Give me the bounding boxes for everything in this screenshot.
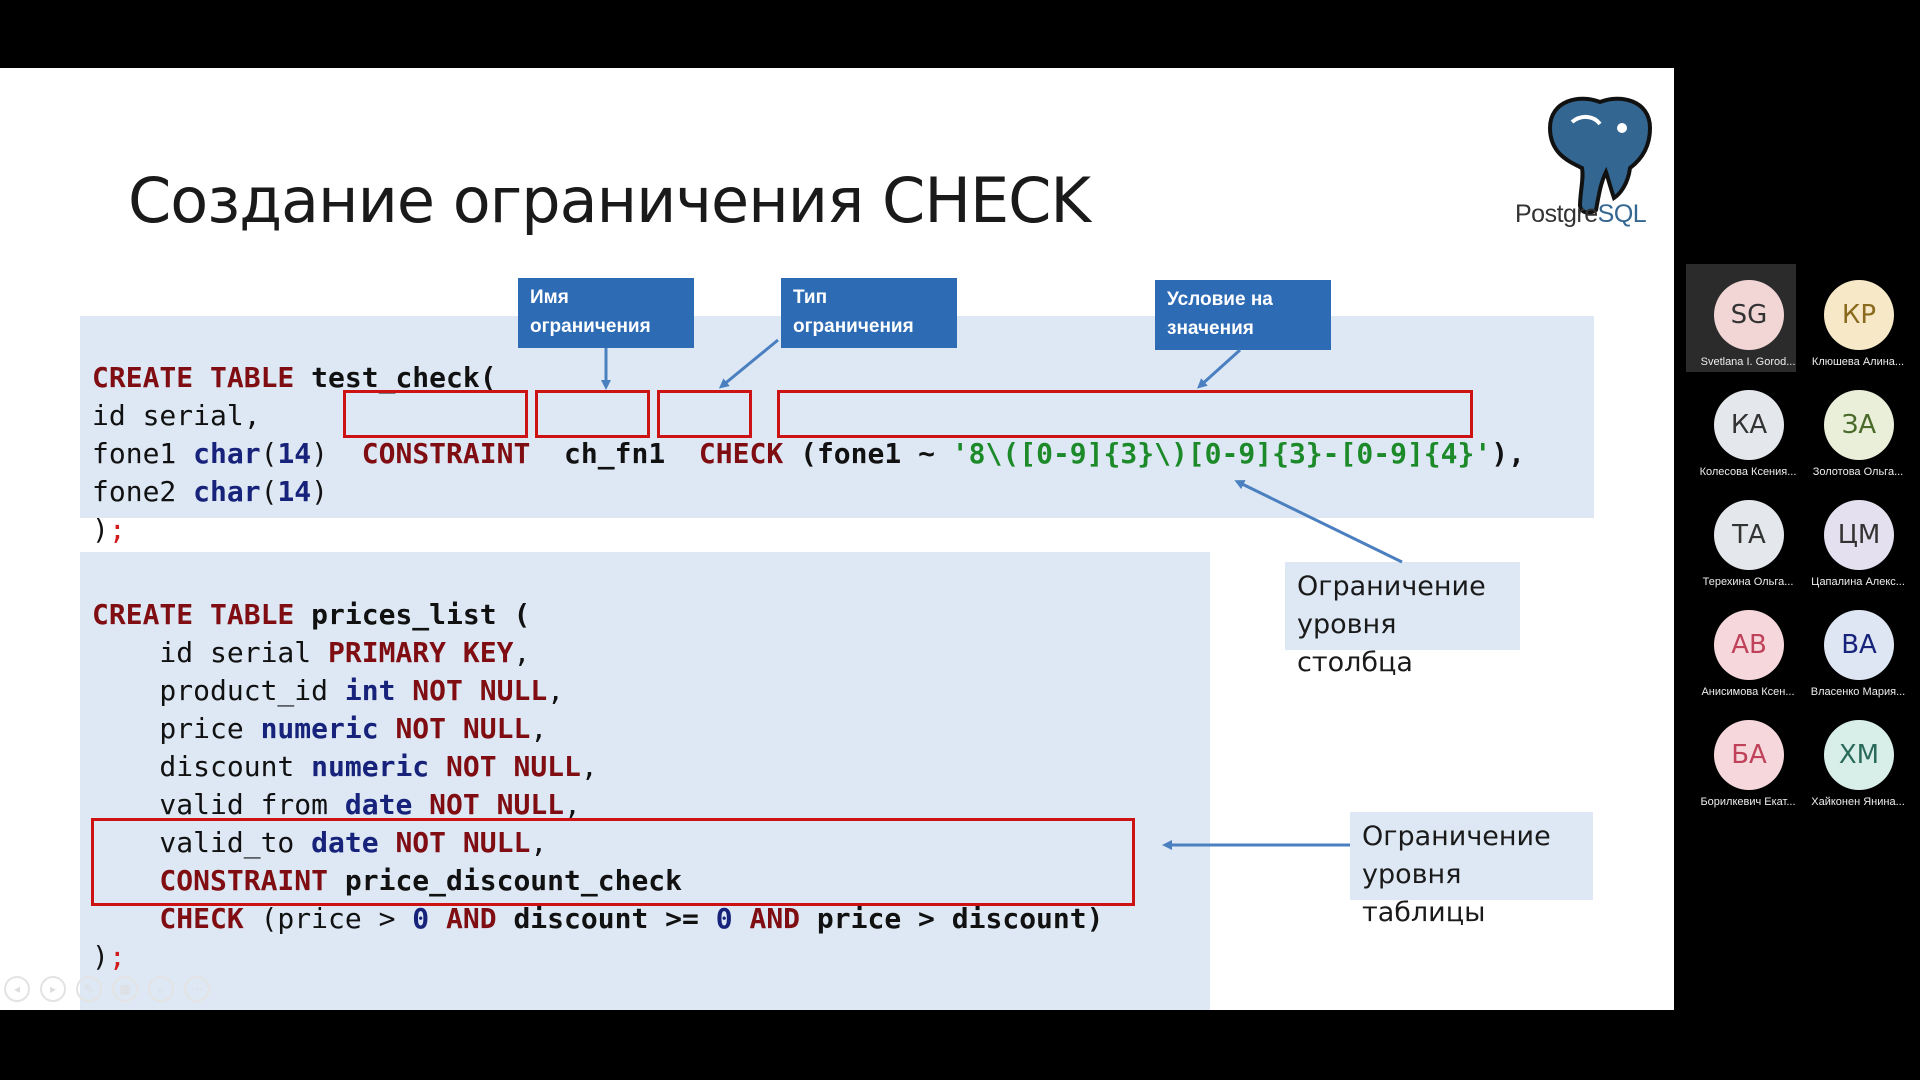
avatar: ЗА [1824, 390, 1894, 460]
zoom-icon[interactable]: ⌕ [148, 976, 174, 1002]
code-line: valid_to date NOT NULL, [92, 826, 548, 859]
participant-tile[interactable]: ХМ Хайконен Янина... [1796, 704, 1906, 812]
note-table-level: Ограничение уровня таблицы [1350, 812, 1593, 928]
note-column-level: Ограничение уровня столбца [1285, 562, 1520, 678]
participant-name: Борилкевич Екат... [1700, 796, 1796, 808]
participant-name: Цапалина Алекс... [1811, 576, 1905, 588]
participant-name: Власенко Мария... [1810, 686, 1906, 698]
avatar: ХМ [1824, 720, 1894, 790]
code-line: fone2 char(14) [92, 475, 329, 508]
code-line: CREATE TABLE test_check( [92, 361, 497, 394]
table-constraint-box [91, 818, 1135, 906]
check-condition-box [777, 390, 1473, 438]
avatar: АВ [1714, 610, 1784, 680]
avatar: КА [1714, 390, 1784, 460]
code-line: ); [92, 940, 126, 973]
avatar: ТА [1714, 500, 1784, 570]
code-block-prices-list [80, 552, 1210, 1010]
constraint-keyword-box [343, 390, 528, 438]
constraint-name-box [535, 390, 650, 438]
participant-tile[interactable]: ЦМ Цапалина Алекс... [1796, 484, 1906, 592]
participant-name: Анисимова Ксен... [1701, 686, 1795, 698]
more-icon[interactable]: ⋯ [184, 976, 210, 1002]
participant-tile[interactable]: ВА Власенко Мария... [1796, 594, 1906, 702]
avatar: КР [1824, 280, 1894, 350]
code-test-check: CREATE TABLE test_check(id serial, fone1 … [92, 321, 1525, 625]
participant-name: Хайконен Янина... [1811, 796, 1905, 808]
participant-tile[interactable]: КА Колесова Ксения... [1686, 374, 1796, 482]
code-line: ); [92, 513, 126, 546]
participant-tile[interactable]: SG Svetlana I. Gorod... [1686, 264, 1796, 372]
code-line: discount numeric NOT NULL, [92, 750, 598, 783]
code-line: CREATE TABLE prices_list ( [92, 598, 531, 631]
postgresql-logo-text: PostgreSQL [1515, 200, 1647, 228]
participant-name: Колесова Ксения... [1699, 466, 1797, 478]
slideshow-toolbar: ◂ ▸ ✎ ▦ ⌕ ⋯ [4, 976, 210, 1002]
code-line: CHECK (price > 0 AND discount >= 0 AND p… [92, 902, 1104, 935]
presentation-slide: Создание ограничения CHECK PostgreSQL CR… [0, 68, 1674, 1010]
code-line: fone1 char(14) CONSTRAINT ch_fn1 CHECK (… [92, 437, 1525, 470]
participant-tile[interactable]: ТА Терехина Ольга... [1686, 484, 1796, 592]
participant-name: Клюшева Алина... [1811, 356, 1905, 368]
postgresql-elephant-icon [1547, 96, 1653, 215]
participant-tile[interactable]: КР Клюшева Алина... [1796, 264, 1906, 372]
participant-name: Svetlana I. Gorod... [1700, 356, 1796, 368]
code-line: valid_from date NOT NULL, [92, 788, 581, 821]
callout-check-condition: Условие на значения [1155, 280, 1331, 350]
avatar: ВА [1824, 610, 1894, 680]
slides-icon[interactable]: ▦ [112, 976, 138, 1002]
code-line: CONSTRAINT price_discount_check [92, 864, 683, 897]
avatar: ЦМ [1824, 500, 1894, 570]
next-icon[interactable]: ▸ [40, 976, 66, 1002]
slide-title: Создание ограничения CHECK [128, 164, 1091, 237]
check-keyword-box [657, 390, 752, 438]
participant-tile[interactable]: ЗА Золотова Ольга... [1796, 374, 1906, 482]
code-line: id serial, [92, 399, 261, 432]
participant-name: Золотова Ольга... [1812, 466, 1904, 478]
callout-constraint-type: Тип ограничения [781, 278, 957, 348]
code-line: product_id int NOT NULL, [92, 674, 565, 707]
participants-panel: SG Svetlana I. Gorod... КР Клюшева Алина...… [1674, 262, 1920, 822]
pen-icon[interactable]: ✎ [76, 976, 102, 1002]
code-line: id serial PRIMARY KEY, [92, 636, 531, 669]
participant-tile[interactable]: АВ Анисимова Ксен... [1686, 594, 1796, 702]
avatar: БА [1714, 720, 1784, 790]
callout-constraint-name: Имя ограничения [518, 278, 694, 348]
code-line: price numeric NOT NULL, [92, 712, 548, 745]
participant-name: Терехина Ольга... [1702, 576, 1794, 588]
participant-tile[interactable]: БА Борилкевич Екат... [1686, 704, 1796, 812]
code-prices-list: CREATE TABLE prices_list ( id serial PRI… [92, 558, 1103, 1010]
avatar: SG [1714, 280, 1784, 350]
prev-icon[interactable]: ◂ [4, 976, 30, 1002]
